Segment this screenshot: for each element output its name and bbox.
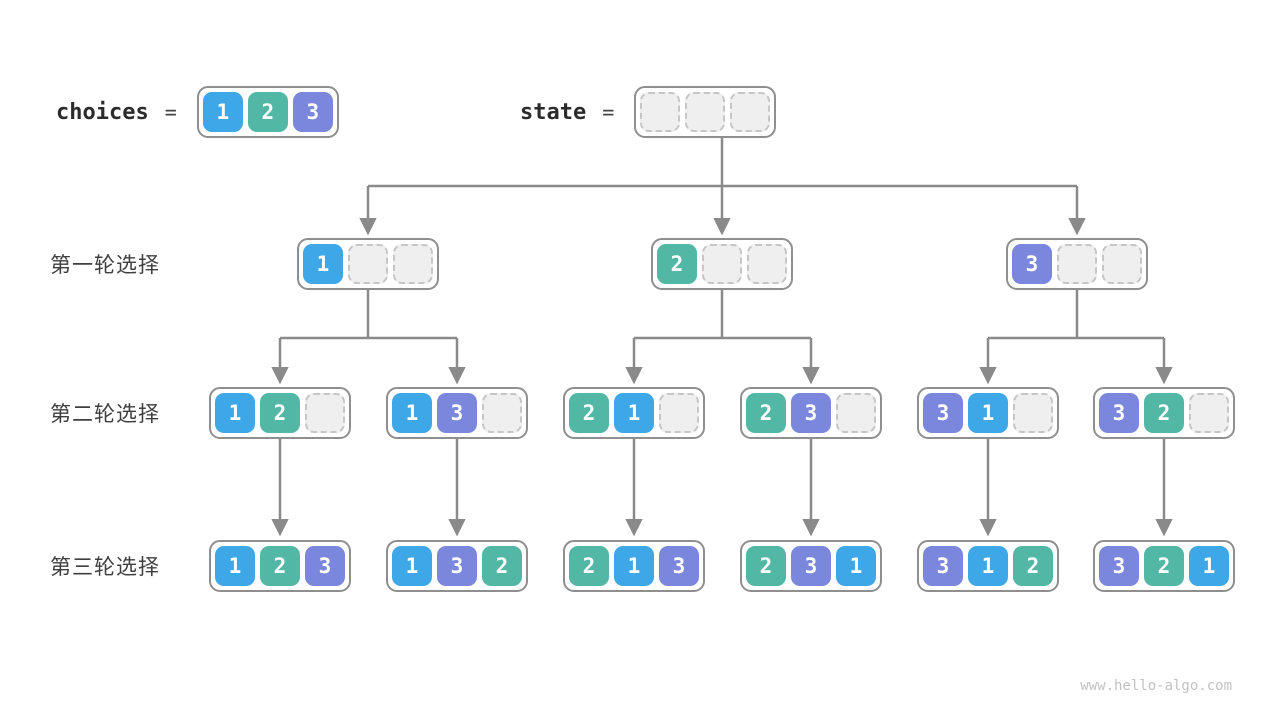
empty-cell <box>702 244 742 284</box>
connector-lines <box>271 138 1173 537</box>
empty-cell <box>659 393 699 433</box>
state-array <box>634 86 777 138</box>
array-cell: 2 <box>260 393 300 433</box>
array-cell: 1 <box>836 546 876 586</box>
array-cell: 3 <box>292 92 333 132</box>
array-cell: 1 <box>392 393 432 433</box>
choices-label: choices <box>56 99 149 125</box>
array-cell: 2 <box>1144 393 1184 433</box>
array-cell: 1 <box>968 546 1008 586</box>
array-cell: 3 <box>791 546 831 586</box>
array-cell: 3 <box>1099 546 1139 586</box>
empty-cell <box>1189 393 1229 433</box>
array-cell: 3 <box>437 393 477 433</box>
empty-cell <box>730 92 771 132</box>
array-cell: 3 <box>791 393 831 433</box>
array-cell: 2 <box>569 393 609 433</box>
array-cell: 2 <box>746 393 786 433</box>
array-cell: 3 <box>1012 244 1052 284</box>
array-cell: 3 <box>437 546 477 586</box>
array-cell: 2 <box>482 546 522 586</box>
array-cell: 2 <box>746 546 786 586</box>
row-label-round-3: 第三轮选择 <box>50 556 160 579</box>
array-cell: 1 <box>303 244 343 284</box>
empty-cell <box>1057 244 1097 284</box>
empty-cell <box>348 244 388 284</box>
array-cell: 2 <box>1013 546 1053 586</box>
array-cell: 1 <box>215 393 255 433</box>
array-cell: 3 <box>923 546 963 586</box>
footer-url: www.hello-algo.com <box>1080 678 1232 694</box>
state-node: 2 <box>651 238 793 290</box>
empty-cell <box>482 393 522 433</box>
empty-cell <box>747 244 787 284</box>
empty-cell <box>393 244 433 284</box>
array-cell: 2 <box>247 92 288 132</box>
state-equals-sign: = <box>602 100 615 124</box>
empty-cell <box>1102 244 1142 284</box>
empty-cell <box>685 92 726 132</box>
choices-equals-sign: = <box>164 100 177 124</box>
array-cell: 1 <box>202 92 243 132</box>
state-node: 1 <box>297 238 439 290</box>
empty-cell <box>305 393 345 433</box>
array-cell: 3 <box>305 546 345 586</box>
array-cell: 2 <box>657 244 697 284</box>
row-label-round-2: 第二轮选择 <box>50 403 160 426</box>
empty-cell <box>640 92 681 132</box>
empty-cell <box>836 393 876 433</box>
empty-cell <box>1013 393 1053 433</box>
state-legend: state = <box>520 86 777 138</box>
state-label: state <box>520 99 587 125</box>
array-cell: 3 <box>1099 393 1139 433</box>
array-cell: 2 <box>569 546 609 586</box>
array-cell: 2 <box>260 546 300 586</box>
array-cell: 3 <box>659 546 699 586</box>
array-cell: 1 <box>215 546 255 586</box>
array-cell: 1 <box>968 393 1008 433</box>
array-cell: 2 <box>1144 546 1184 586</box>
state-node: 3 <box>1006 238 1148 290</box>
array-cell: 1 <box>614 393 654 433</box>
array-cell: 1 <box>392 546 432 586</box>
array-cell: 3 <box>923 393 963 433</box>
array-cell: 1 <box>614 546 654 586</box>
array-cell: 1 <box>1189 546 1229 586</box>
row-label-round-1: 第一轮选择 <box>50 254 160 277</box>
